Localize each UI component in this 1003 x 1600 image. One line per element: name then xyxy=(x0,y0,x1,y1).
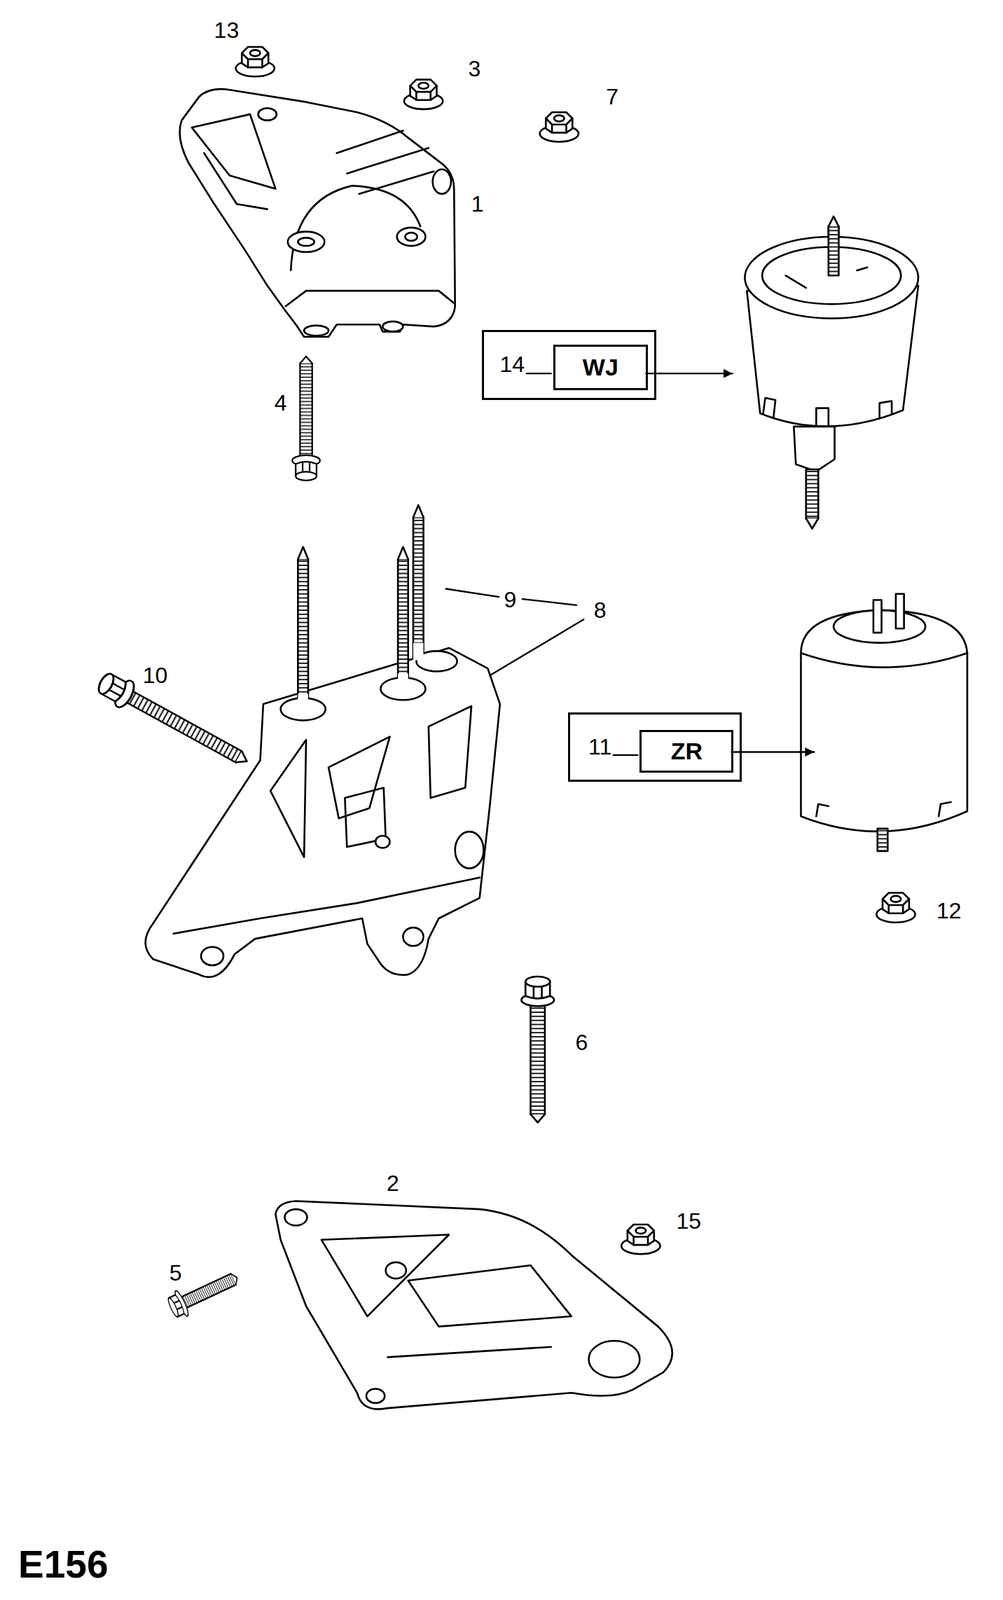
callout-number: 10 xyxy=(142,663,169,688)
callout-number: 14 xyxy=(500,352,526,377)
callout-number: 15 xyxy=(676,1208,702,1234)
callout-number: 12 xyxy=(936,898,962,924)
callout-number: 1 xyxy=(471,191,484,217)
callout-number: 3 xyxy=(467,56,481,82)
callout-number: 2 xyxy=(386,1171,400,1196)
code-label: ZR xyxy=(671,738,703,765)
callout-number: 9 xyxy=(503,587,517,613)
code-box: WJ xyxy=(553,344,648,390)
callout-number: 4 xyxy=(274,390,288,416)
code-box: ZR xyxy=(639,729,734,773)
callout-number: 7 xyxy=(605,84,619,110)
callout-box: 11 ZR xyxy=(568,712,742,782)
figure-code: E156 xyxy=(18,1543,108,1586)
callout-number: 5 xyxy=(169,1260,183,1286)
code-label: WJ xyxy=(582,354,619,381)
callout-number: 6 xyxy=(575,1030,588,1055)
callout-box: 14 WJ xyxy=(481,329,657,401)
callout-number: 11 xyxy=(588,734,612,760)
callout-number: 13 xyxy=(214,18,240,43)
callout-number: 8 xyxy=(593,598,607,623)
